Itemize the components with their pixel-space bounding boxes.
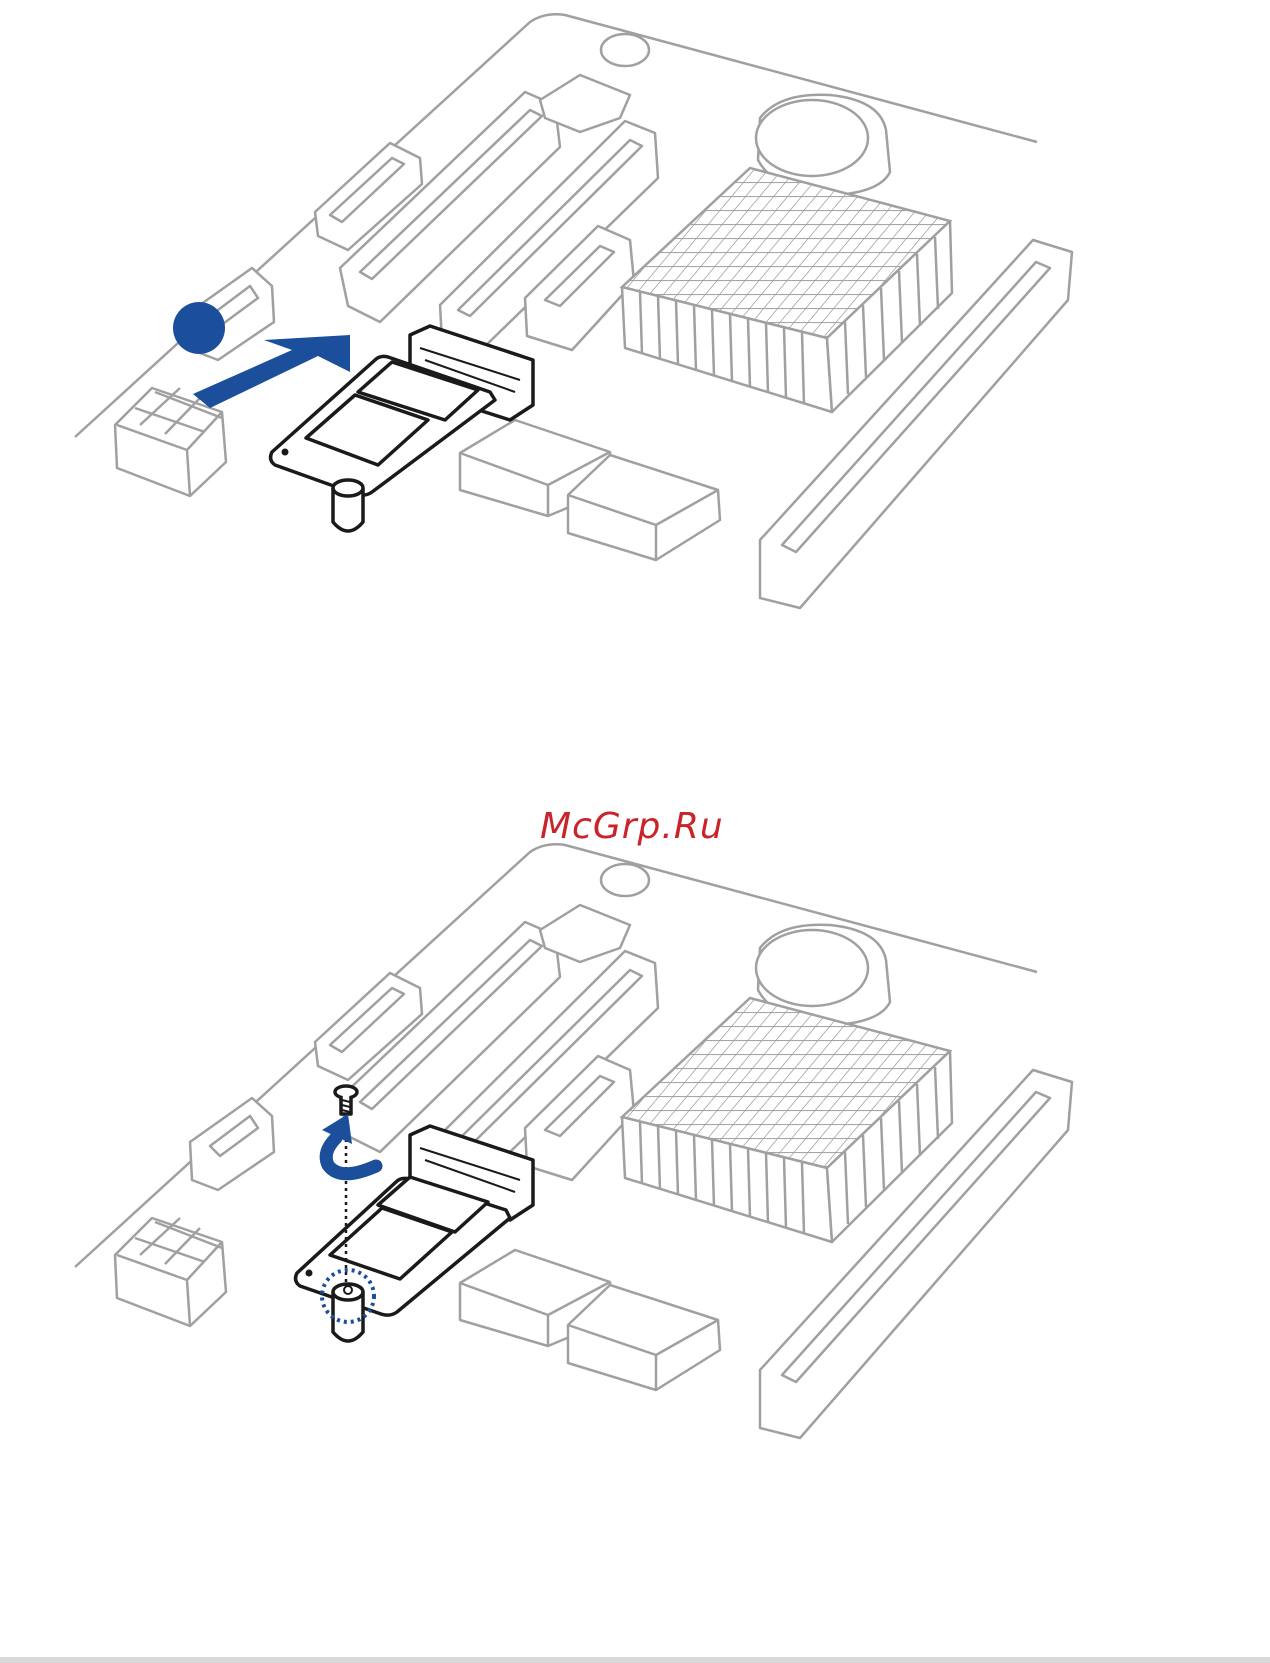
step-marker-dot-icon <box>173 302 225 354</box>
watermark-text: McGrp.Ru <box>540 806 724 847</box>
power-connector <box>115 1218 226 1326</box>
standoff <box>333 1284 363 1341</box>
motherboard-illustration <box>0 830 1270 1470</box>
side-connector <box>190 1098 274 1190</box>
diagram-step-insert-module <box>0 0 1270 640</box>
motherboard-illustration <box>0 0 1270 640</box>
heatsink <box>622 998 952 1242</box>
page-bottom-bar <box>0 1657 1270 1663</box>
mounting-hole <box>601 864 649 896</box>
mounting-hole <box>601 34 649 66</box>
diagram-step-secure-screw <box>0 830 1270 1470</box>
heatsink <box>622 168 952 412</box>
standoff <box>333 480 363 531</box>
